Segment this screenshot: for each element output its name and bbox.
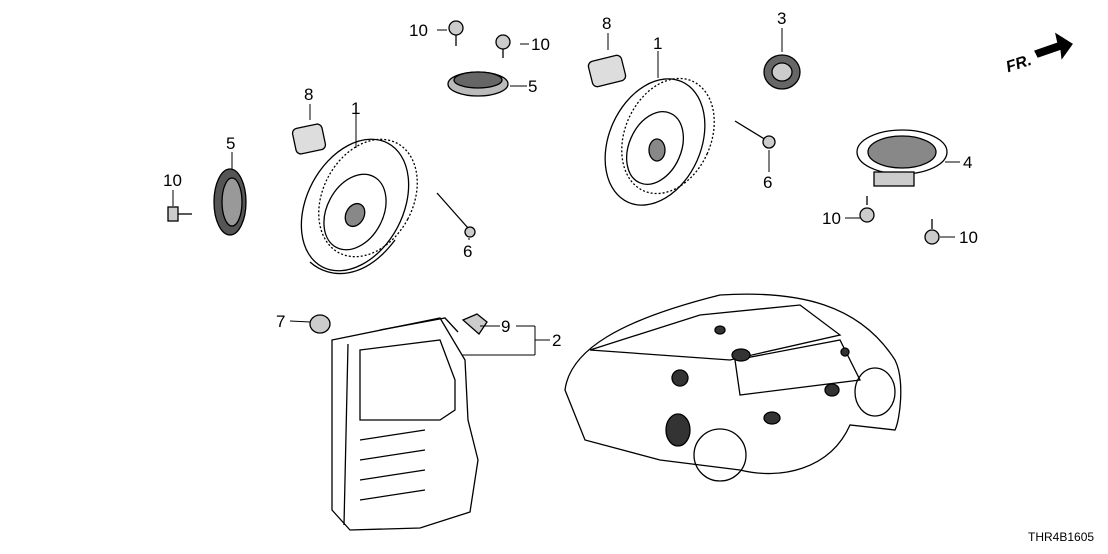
callout-6-right: 6: [763, 173, 773, 192]
screw-10-left: [167, 206, 192, 222]
screw-10-right-a: [859, 196, 875, 223]
callout-8-center: 8: [602, 14, 612, 33]
left-pad-8-drawing: [291, 123, 327, 155]
diagram-code: THR4B1605: [1028, 530, 1095, 544]
amplifier-unit-2-drawing: [331, 317, 479, 531]
bolt-6-left-drawing: [436, 192, 476, 238]
callout-10-left: 10: [163, 171, 182, 190]
top-bracket-5-drawing: [447, 71, 509, 97]
callout-9: 9: [501, 317, 511, 336]
bolt-6-right-drawing: [734, 120, 776, 149]
front-direction-arrow: [1034, 32, 1073, 60]
callout-10-right-b: 10: [959, 228, 978, 247]
center-speaker-1-drawing: [604, 77, 715, 206]
callout-5-top: 5: [528, 77, 538, 96]
screw-10-top-a: [448, 20, 464, 46]
leader-lines: [172, 28, 960, 356]
tweeter-3-drawing: [763, 54, 801, 90]
grommet-7-drawing: [309, 314, 331, 334]
left-bracket-5-drawing: [213, 168, 247, 236]
screw-10-top-b: [495, 34, 511, 58]
callout-10-top-left: 10: [409, 21, 428, 40]
callout-7: 7: [276, 312, 286, 331]
callout-5-left: 5: [226, 134, 236, 153]
callout-3: 3: [777, 9, 787, 28]
left-speaker-1-drawing: [300, 138, 418, 275]
callout-4: 4: [963, 153, 973, 172]
speaker-4-drawing: [856, 129, 948, 187]
callout-2: 2: [552, 331, 562, 350]
callout-10-right-a: 10: [822, 209, 841, 228]
vehicle-drawing: [564, 293, 902, 482]
clip-9-drawing: [461, 313, 488, 335]
callout-1-left: 1: [351, 99, 361, 118]
callout-8-left: 8: [304, 85, 314, 104]
center-pad-8-drawing: [587, 54, 627, 88]
screw-10-right-b: [924, 219, 940, 245]
callout-6-left: 6: [463, 242, 473, 261]
callout-1-center: 1: [653, 34, 663, 53]
callout-10-top-right: 10: [531, 35, 550, 54]
